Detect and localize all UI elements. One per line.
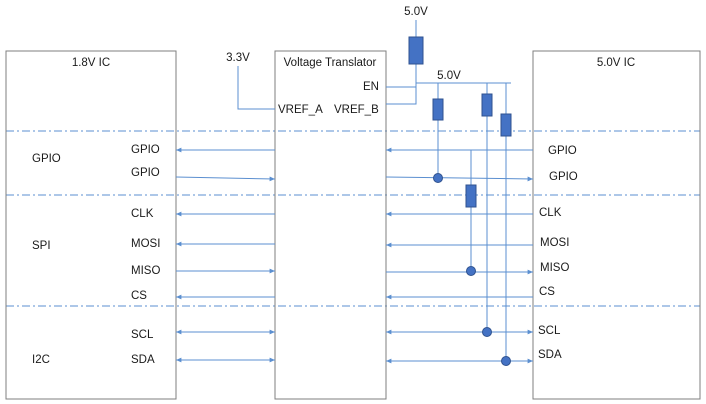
left-signal-gpio2: GPIO — [131, 167, 160, 179]
group-i2c-label: I2C — [32, 354, 50, 366]
left-ic-block — [5, 50, 177, 400]
resistor-miso-pullup — [465, 184, 477, 208]
left-signal-clk: CLK — [131, 208, 154, 220]
pullup-supply-label: 5.0V — [437, 70, 461, 82]
left-signal-gpio1: GPIO — [131, 144, 160, 156]
group-gpio-label: GPIO — [32, 153, 61, 165]
left-signal-mosi: MOSI — [131, 238, 161, 250]
junction-sda — [501, 356, 511, 366]
right-signal-clk: CLK — [539, 207, 562, 219]
junction-gpio — [433, 173, 443, 183]
right-signal-miso: MISO — [540, 262, 570, 274]
resistor-sda-pullup — [500, 113, 512, 137]
wire-right-gpio2 — [385, 176, 534, 182]
resistors — [408, 36, 512, 208]
junctions — [433, 173, 511, 366]
resistor-gpio-pullup — [432, 98, 444, 121]
wire-left-gpio2 — [175, 176, 276, 182]
left-signal-scl: SCL — [131, 329, 154, 341]
left-signal-cs: CS — [131, 290, 147, 302]
junction-scl — [482, 327, 492, 337]
left-signal-sda: SDA — [131, 354, 155, 366]
group-spi-label: SPI — [32, 240, 51, 252]
vref-b-wire — [386, 87, 417, 105]
left-signal-wires — [175, 147, 276, 363]
right-signal-scl: SCL — [538, 325, 561, 337]
right-ic-title: 5.0V IC — [596, 57, 636, 69]
section-dividers — [6, 130, 700, 307]
voltage-translator-block — [274, 50, 387, 400]
vref-a-wire — [237, 66, 275, 110]
translator-title: Voltage Translator — [283, 57, 377, 69]
right-signal-gpio2: GPIO — [549, 171, 578, 183]
right-signal-cs: CS — [539, 286, 555, 298]
left-ic-title: 1.8V IC — [71, 57, 111, 69]
right-signal-gpio1: GPIO — [548, 145, 577, 157]
en-wire — [386, 64, 417, 88]
vref-a-pin-label: VREF_A — [278, 104, 323, 116]
top-supply-label: 5.0V — [404, 6, 428, 18]
right-signal-wires — [385, 147, 534, 364]
right-signal-sda: SDA — [538, 349, 562, 361]
junction-miso — [466, 266, 476, 276]
resistor-top-supply — [408, 36, 424, 65]
right-ic-block — [532, 50, 701, 400]
resistor-scl-pullup — [481, 93, 493, 117]
right-signal-mosi: MOSI — [540, 237, 570, 249]
supply-wiring — [237, 20, 511, 361]
en-pin-label: EN — [363, 81, 379, 93]
left-signal-miso: MISO — [131, 265, 161, 277]
vref-a-supply-label: 3.3V — [226, 52, 250, 64]
vref-b-pin-label: VREF_B — [334, 104, 379, 116]
